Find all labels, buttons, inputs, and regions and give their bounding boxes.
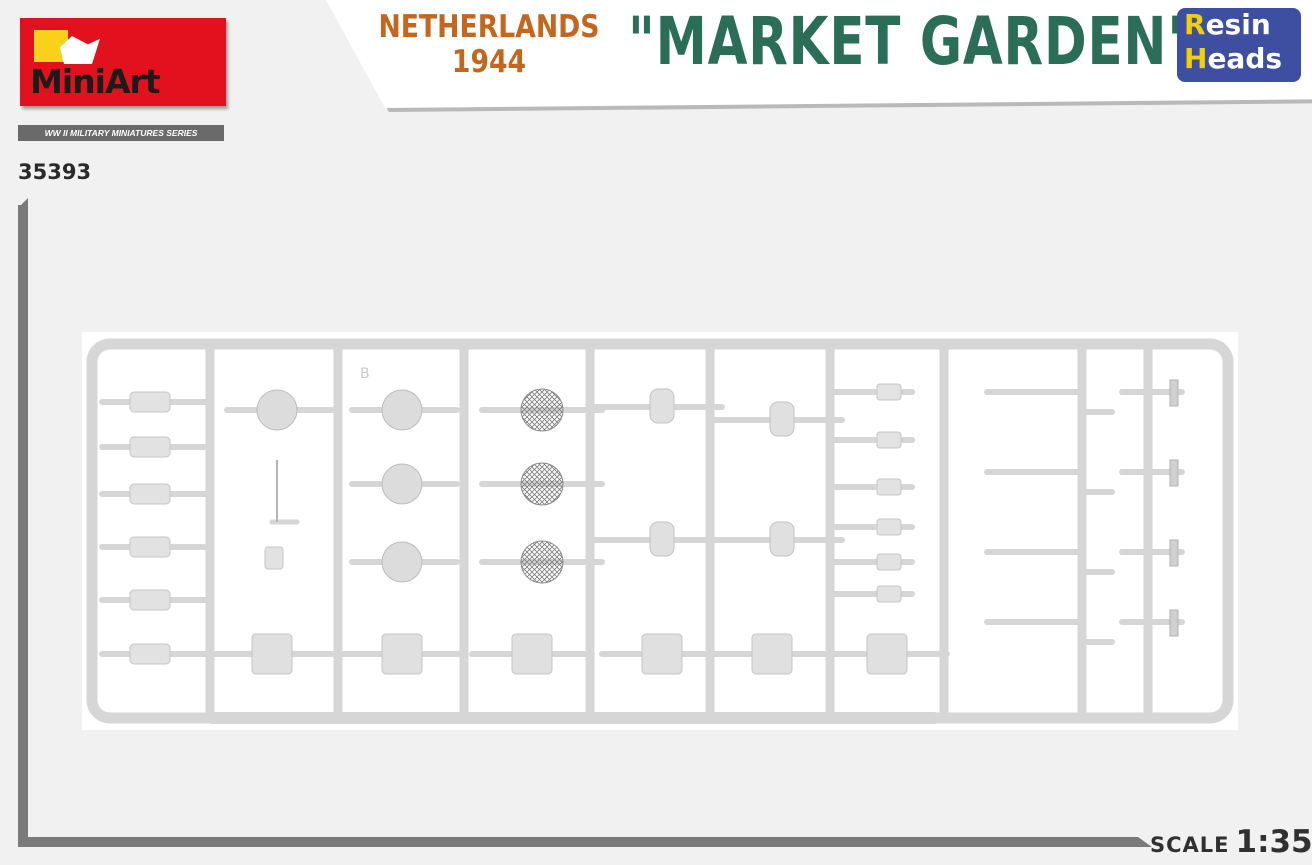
pouch-part	[129, 589, 171, 611]
frame-cap	[18, 198, 28, 208]
pouch-part	[129, 536, 171, 558]
title-location: NETHERLANDS	[378, 9, 600, 45]
canteen-part	[649, 521, 675, 557]
sprue-drawing: B	[86, 338, 1234, 724]
cylinder-part	[876, 553, 902, 571]
helmet-part	[381, 541, 423, 583]
canteen-part	[649, 388, 675, 424]
kit-number: 35393	[18, 160, 92, 184]
badge-line-1: Resin	[1184, 8, 1301, 42]
sprue-photo: B	[82, 332, 1238, 730]
resin-heads-badge: Resin Heads	[1177, 8, 1301, 82]
badge-rest-2: eads	[1207, 42, 1283, 75]
rifle-part	[1169, 609, 1179, 637]
canteen-part	[769, 401, 795, 437]
box-part	[251, 633, 293, 675]
pouch-part	[129, 391, 171, 413]
logo-text: MiniArt	[30, 62, 161, 101]
badge-initial-r: R	[1184, 8, 1206, 41]
badge-rest-1: esin	[1205, 8, 1271, 41]
grenade-part	[264, 546, 284, 570]
badge-line-2: Heads	[1184, 42, 1301, 76]
title-year: 1944	[451, 44, 527, 80]
net-helmet-part	[520, 540, 564, 584]
title-operation: "MARKET GARDEN"	[628, 3, 1195, 80]
box-part	[641, 633, 683, 675]
cylinder-part	[876, 383, 902, 401]
miniart-logo: MiniArt	[20, 18, 226, 106]
rifle-part	[1169, 539, 1179, 567]
box-part	[751, 633, 793, 675]
box-part	[381, 633, 423, 675]
rifle-part	[1169, 379, 1179, 407]
sprue-part-letter: B	[360, 366, 370, 382]
pouch-part	[129, 483, 171, 505]
title-location-year: NETHERLANDS 1944	[376, 10, 601, 80]
cylinder-part	[876, 585, 902, 603]
net-helmet-part	[520, 462, 564, 506]
cylinder-part	[876, 431, 902, 449]
canteen-part	[769, 521, 795, 557]
badge-initial-h: H	[1184, 42, 1208, 75]
box-part	[866, 633, 908, 675]
grey-frame	[18, 205, 1138, 847]
pouch-part	[129, 643, 171, 665]
helmet-part	[381, 389, 423, 431]
title-banner	[326, 0, 1312, 108]
helmet-part	[381, 463, 423, 505]
cylinder-part	[876, 518, 902, 536]
frame-end	[1138, 837, 1152, 847]
helmet-part	[256, 389, 298, 431]
scale-word: SCALE	[1150, 833, 1230, 857]
series-tag: WW II MILITARY MINIATURES SERIES	[18, 125, 224, 141]
scale-ratio: 1:35	[1235, 824, 1312, 860]
rifle-part	[1169, 459, 1179, 487]
pouch-part	[129, 436, 171, 458]
cylinder-part	[876, 478, 902, 496]
net-helmet-part	[520, 388, 564, 432]
box-part	[511, 633, 553, 675]
